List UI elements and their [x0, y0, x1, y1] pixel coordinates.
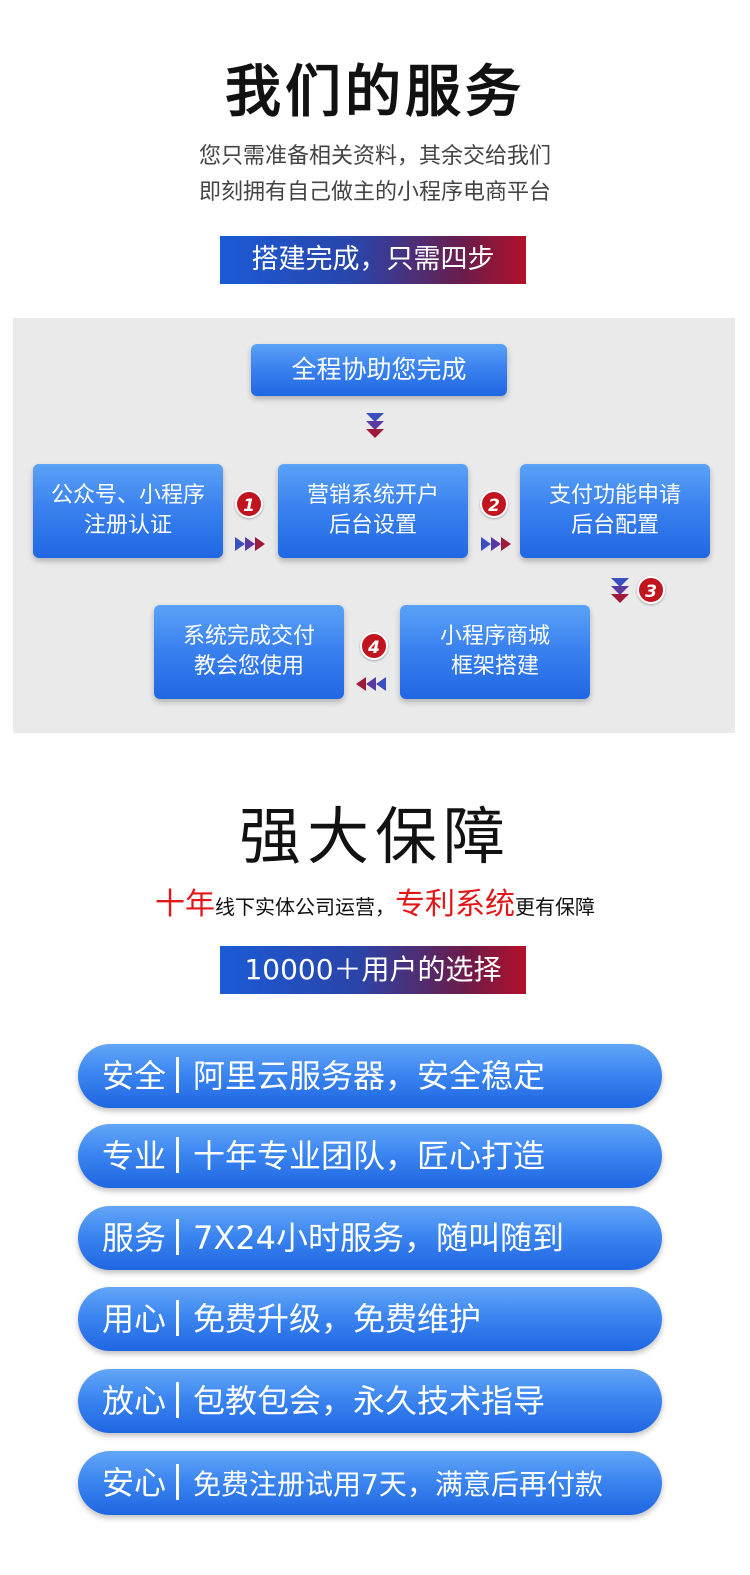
- services-subtitle-line2: 即刻拥有自己做主的小程序电商平台: [198, 180, 551, 205]
- step-badge-2: 2: [480, 490, 508, 518]
- guarantee-item-tag: 专业: [102, 1137, 167, 1175]
- process-step-2: 营销系统开户 后台设置: [278, 464, 468, 558]
- services-banner: 搭建完成，只需四步: [220, 236, 526, 284]
- guarantee-item-text: 免费升级，免费维护: [193, 1300, 482, 1338]
- process-step-4-line1: 小程序商城: [439, 624, 550, 649]
- process-step-4: 小程序商城 框架搭建: [400, 605, 590, 699]
- guarantee-slogan: 十年线下实体公司运营，专利系统更有保障: [0, 885, 750, 927]
- step-badge-1: 1: [235, 490, 263, 518]
- guarantee-item-4: 用心免费升级，免费维护: [78, 1287, 662, 1351]
- step-badge-3: 3: [637, 576, 665, 604]
- guarantee-banner: 10000＋用户的选择: [220, 946, 526, 994]
- process-step-1-line2: 注册认证: [83, 513, 172, 538]
- guarantee-item-tag: 安心: [102, 1464, 167, 1502]
- process-step-5-line1: 系统完成交付: [182, 624, 315, 649]
- process-step-2-line2: 后台设置: [328, 513, 417, 538]
- process-step-3-line2: 后台配置: [570, 513, 659, 538]
- process-top-box-label: 全程协助您完成: [291, 355, 467, 384]
- process-step-1: 公众号、小程序 注册认证: [33, 464, 223, 558]
- divider: [176, 1464, 180, 1500]
- process-step-5: 系统完成交付 教会您使用: [154, 605, 344, 699]
- divider: [176, 1300, 180, 1336]
- divider: [176, 1057, 180, 1093]
- guarantee-item-3: 服务 7X24小时服务，随叫随到: [78, 1206, 662, 1270]
- services-subtitle-line1: 您只需准备相关资料，其余交给我们: [198, 144, 551, 169]
- guarantee-item-text: 7X24小时服务，随叫随到: [193, 1219, 565, 1257]
- guarantee-item-2: 专业十年专业团队，匠心打造: [78, 1124, 662, 1188]
- guarantee-item-tag: 安全: [102, 1057, 167, 1095]
- process-step-5-line2: 教会您使用: [193, 654, 304, 679]
- divider: [176, 1382, 180, 1418]
- step-badge-4: 4: [360, 632, 388, 660]
- process-step-2-line1: 营销系统开户: [306, 483, 439, 508]
- process-step-3-line1: 支付功能申请: [548, 483, 681, 508]
- services-title: 我们的服务: [225, 60, 525, 125]
- slogan-text-end: 更有保障: [515, 895, 595, 919]
- guarantee-item-6: 安心免费注册试用7天，满意后再付款: [78, 1451, 662, 1515]
- guarantee-item-text: 十年专业团队，匠心打造: [193, 1137, 546, 1175]
- guarantee-item-5: 放心包教包会，永久技术指导: [78, 1369, 662, 1433]
- slogan-text-mid: 线下实体公司运营，: [215, 895, 395, 919]
- arrow-down-icon: [611, 578, 629, 603]
- slogan-highlight-years: 十年: [155, 887, 215, 922]
- guarantee-item-text: 包教包会，永久技术指导: [193, 1382, 546, 1420]
- guarantee-item-1: 安全阿里云服务器，安全稳定: [78, 1044, 662, 1108]
- process-step-4-line2: 框架搭建: [450, 654, 539, 679]
- guarantee-item-tag: 放心: [102, 1382, 167, 1420]
- divider: [176, 1219, 180, 1255]
- arrow-down-icon: [366, 413, 384, 438]
- guarantee-item-tag: 用心: [102, 1300, 167, 1338]
- arrow-right-icon: [481, 537, 511, 551]
- process-step-3: 支付功能申请 后台配置: [520, 464, 710, 558]
- arrow-left-icon: [356, 677, 386, 691]
- guarantee-item-text: 免费注册试用7天，满意后再付款: [193, 1468, 603, 1501]
- guarantee-item-text: 阿里云服务器，安全稳定: [193, 1057, 546, 1095]
- guarantee-title: 强大保障: [238, 800, 511, 873]
- process-step-1-line1: 公众号、小程序: [50, 483, 205, 508]
- process-top-box: 全程协助您完成: [251, 344, 507, 396]
- arrow-right-icon: [235, 537, 265, 551]
- guarantee-item-tag: 服务: [102, 1219, 167, 1257]
- divider: [176, 1137, 180, 1173]
- slogan-highlight-patent: 专利系统: [395, 887, 515, 922]
